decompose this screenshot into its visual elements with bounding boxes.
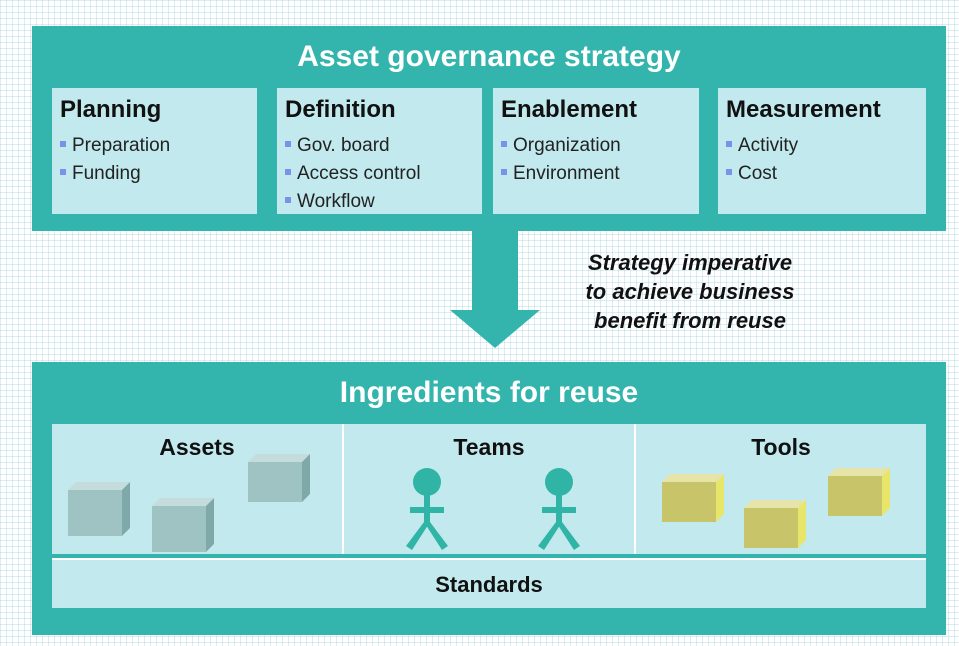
- list-item: Workflow: [285, 188, 421, 216]
- list-item: Funding: [60, 160, 170, 188]
- tool-cube-icon: [744, 500, 806, 548]
- tools-label: Tools: [751, 434, 811, 460]
- definition-heading: Definition: [285, 96, 396, 123]
- planning-list: Preparation Funding: [60, 132, 170, 188]
- asset-cube-icon: [248, 454, 310, 502]
- tool-cube-icon: [662, 474, 724, 522]
- bullet-icon: [60, 140, 66, 147]
- governance-strategy-title: Asset governance strategy: [297, 40, 681, 73]
- bullet-icon: [501, 168, 507, 175]
- list-item: Access control: [285, 160, 421, 188]
- list-item: Cost: [726, 160, 798, 188]
- list-item: Activity: [726, 132, 798, 160]
- ingredients-area: Assets Teams: [52, 424, 926, 554]
- list-item: Gov. board: [285, 132, 421, 160]
- person-icon: [406, 468, 448, 550]
- planning-heading: Planning: [60, 96, 162, 123]
- bullet-icon: [501, 140, 507, 147]
- bullet-icon: [285, 168, 291, 175]
- standards-bar: Standards: [52, 558, 926, 608]
- enablement-heading: Enablement: [501, 96, 638, 123]
- bullet-icon: [726, 168, 732, 175]
- ingredients-title: Ingredients for reuse: [339, 376, 639, 409]
- assets-cell: Assets: [52, 424, 342, 554]
- tools-cell: Tools: [636, 424, 926, 554]
- list-item: Environment: [501, 160, 621, 188]
- asset-cube-icon: [152, 498, 214, 552]
- governance-strategy-panel: Asset governance strategy Planning Prepa…: [32, 26, 946, 231]
- teams-label: Teams: [453, 434, 525, 460]
- imperative-line: to achieve business: [585, 279, 795, 304]
- measurement-heading: Measurement: [726, 96, 881, 123]
- bullet-icon: [285, 140, 291, 147]
- assets-label: Assets: [159, 434, 235, 460]
- cell-divider: [342, 424, 344, 554]
- bullet-icon: [726, 140, 732, 147]
- imperative-line: Strategy imperative: [587, 250, 793, 275]
- bullet-icon: [285, 196, 291, 203]
- list-item: Preparation: [60, 132, 170, 160]
- definition-list: Gov. board Access control Workflow: [285, 132, 421, 216]
- bullet-icon: [60, 168, 66, 175]
- enablement-box: Enablement Organization Environment: [493, 88, 699, 214]
- down-arrow-icon: [450, 228, 540, 348]
- planning-box: Planning Preparation Funding: [52, 88, 257, 214]
- tool-cube-icon: [828, 468, 890, 516]
- asset-cube-icon: [68, 482, 130, 536]
- measurement-box: Measurement Activity Cost: [718, 88, 926, 214]
- definition-box: Definition Gov. board Access control Wor…: [277, 88, 482, 214]
- cell-divider: [634, 424, 636, 554]
- teams-cell: Teams: [344, 424, 634, 554]
- ingredients-panel: Ingredients for reuse Assets Tea: [32, 362, 946, 635]
- imperative-line: benefit from reuse: [594, 308, 786, 333]
- enablement-list: Organization Environment: [501, 132, 621, 188]
- measurement-list: Activity Cost: [726, 132, 798, 188]
- person-icon: [538, 468, 580, 550]
- list-item: Organization: [501, 132, 621, 160]
- strategy-imperative-note: Strategy imperative to achieve business …: [540, 248, 840, 335]
- standards-label: Standards: [435, 572, 543, 597]
